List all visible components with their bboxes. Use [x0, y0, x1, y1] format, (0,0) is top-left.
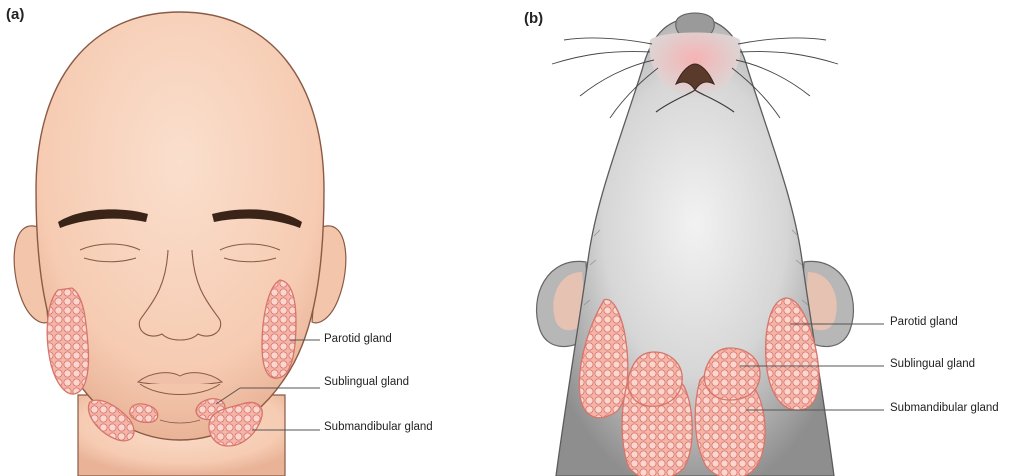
human-face-illustration [14, 12, 346, 476]
label-submandibular-gland-a: Submandibular gland [324, 421, 433, 433]
label-parotid-gland-b: Parotid gland [890, 316, 958, 328]
panel-a-letter: (a) [6, 6, 24, 23]
mouse-sublingual-gland-left [628, 352, 682, 406]
label-parotid-gland-a: Parotid gland [324, 333, 392, 345]
parotid-gland-left [47, 288, 88, 394]
mouse-illustration [537, 13, 884, 476]
mouse-sublingual-gland-right [704, 348, 760, 400]
label-submandibular-gland-b: Submandibular gland [890, 402, 999, 414]
panel-b-letter: (b) [524, 10, 543, 27]
label-sublingual-gland-a: Sublingual gland [324, 376, 409, 388]
label-sublingual-gland-b: Sublingual gland [890, 358, 975, 370]
